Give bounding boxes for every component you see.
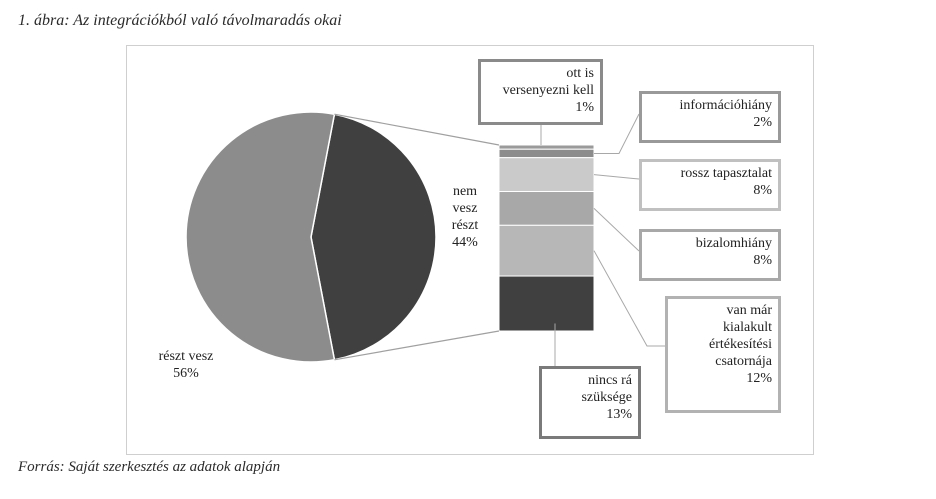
pie-slice-1 [185,111,336,363]
leader-line-3 [593,208,640,252]
leader-line-1 [594,113,640,154]
leader-line-4 [593,250,665,347]
callout-box-3: bizalomhiány 8% [639,229,781,281]
bar-segment-0 [498,144,595,150]
callout-text-line: 2% [753,115,772,130]
callout-text-line: információhiány [679,98,772,113]
callout-text-line: bizalomhiány [695,236,772,251]
callout-text-line: 13% [606,407,632,422]
callout-box-0: ott is versenyezni kell 1% [478,59,603,125]
callout-box-1: információhiány 2% [639,91,781,143]
connector-line-bottom [334,330,500,361]
bar-segment-1 [498,148,595,159]
bar-segment-5 [498,275,595,332]
figure-title: 1. ábra: Az integrációkból való távolmar… [18,12,342,29]
chart-svg [185,111,665,366]
callout-text-line: van már [726,303,772,318]
callout-text-line: 12% [746,371,772,386]
bar-segment-3 [498,191,595,226]
pie-slice-0 [310,113,437,361]
callout-text-line: nincs rá [588,373,632,388]
pie-label-nem-vesz-reszt-line: vesz [452,201,478,216]
chart-area: nem vesz részt 44% részt vesz 56% ott is versen… [126,45,814,455]
callout-text-line: versenyezni kell [502,83,594,98]
callout-box-4: van már kialakult értékesítési csatornája 12… [665,296,781,413]
bar-segment-4 [498,224,595,277]
pie-label-nem-vesz-reszt-line: nem [452,184,478,199]
callout-text-line: kialakult [723,320,772,335]
leader-line-2 [593,174,640,180]
callout-text-line: 8% [753,183,772,198]
pie-label-nem-vesz-reszt-line: 44% [452,235,478,250]
callout-box-5: nincs rá szüksége 13% [539,366,641,439]
callout-text-line: rossz tapasztalat [680,166,772,181]
bar-segment-2 [498,157,595,192]
callout-text-line: szüksége [581,390,632,405]
connector-line-top [334,113,500,146]
figure-source: Forrás: Saját szerkesztés az adatok alap… [18,459,281,475]
pie-label-nem-vesz-reszt-line: részt [451,218,479,233]
callout-text-line: 8% [753,253,772,268]
pie-label-nem-vesz-reszt: nem vesz részt 44% [441,183,489,251]
pie-label-reszt-vesz-line: 56% [173,366,199,381]
callout-text-line: értékesítési [709,337,772,352]
pie-label-reszt-vesz-line: részt vesz [158,349,214,364]
callout-box-2: rossz tapasztalat 8% [639,159,781,211]
callout-text-line: 1% [575,100,594,115]
callout-text-line: ott is [566,66,594,81]
pie-label-reszt-vesz: részt vesz 56% [141,348,231,382]
callout-text-line: csatornája [715,354,772,369]
